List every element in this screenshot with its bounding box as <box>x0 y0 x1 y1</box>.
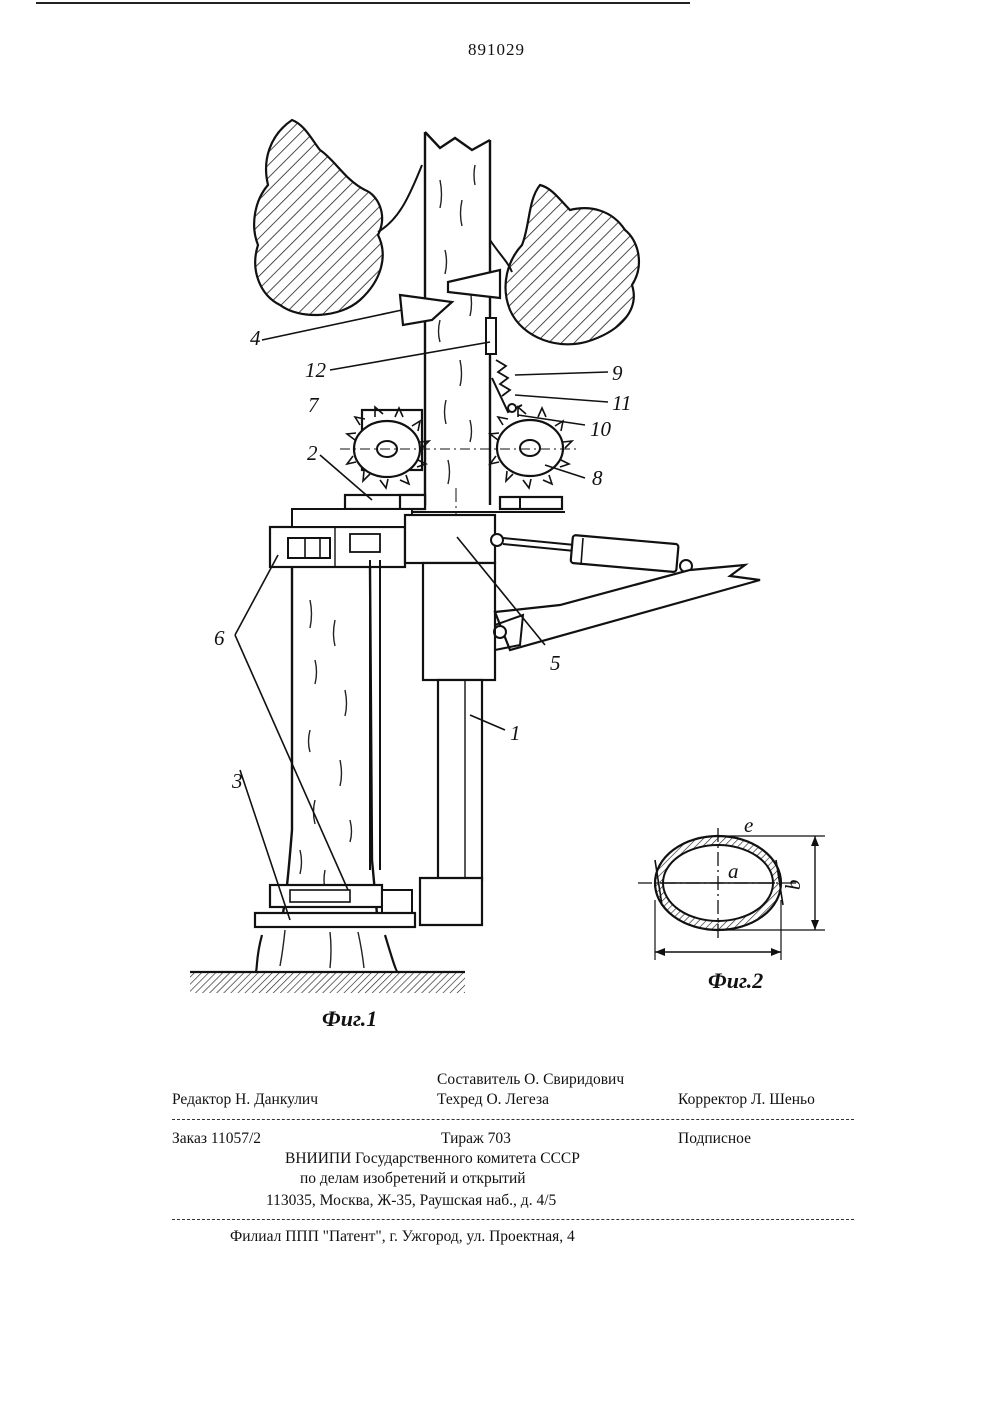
label-5: 5 <box>550 651 561 675</box>
wedge-right <box>448 270 500 298</box>
divider-1 <box>172 1119 854 1120</box>
boom <box>495 565 760 650</box>
editor: Редактор Н. Данкулич <box>172 1091 318 1109</box>
label-7: 7 <box>308 393 320 417</box>
label-4: 4 <box>250 326 261 350</box>
org-line-2: по делам изобретений и открытий <box>300 1170 526 1188</box>
corrector: Корректор Л. Шеньо <box>678 1091 815 1109</box>
bark-texture <box>439 165 476 484</box>
label-3: 3 <box>231 769 243 793</box>
label-2: 2 <box>307 441 318 465</box>
org-address: 113035, Москва, Ж-35, Раушская наб., д. … <box>266 1192 556 1210</box>
branch-address: Филиал ППП "Патент", г. Ужгород, ул. Про… <box>230 1228 575 1246</box>
compiler: Составитель О. Свиридович <box>437 1071 624 1089</box>
column-upper <box>423 563 495 680</box>
order-number: Заказ 11057/2 <box>172 1130 261 1148</box>
label-11: 11 <box>612 391 631 415</box>
label-12: 12 <box>305 358 327 382</box>
base-plate <box>255 913 415 927</box>
pivot-10 <box>508 404 516 412</box>
figure2-caption: Фиг.2 <box>708 968 763 993</box>
branch-left <box>378 165 422 232</box>
figure1-caption: Фиг.1 <box>322 1006 377 1031</box>
foliage-right <box>506 185 639 344</box>
label-b: b <box>781 880 805 891</box>
label-1: 1 <box>510 721 521 745</box>
lower-trunk <box>280 568 378 925</box>
label-e: e <box>744 813 753 837</box>
subscription: Подписное <box>678 1130 751 1148</box>
carriage-5 <box>405 515 495 563</box>
column-1 <box>438 680 482 880</box>
label-9: 9 <box>612 361 623 385</box>
techred: Техред О. Легеза <box>437 1091 549 1109</box>
figure2-cross-section <box>638 828 825 960</box>
lower-bark-texture <box>300 600 352 890</box>
org-line-1: ВНИИПИ Государственного комитета СССР <box>285 1150 580 1168</box>
cylinder-12 <box>486 318 496 354</box>
hydraulic-cylinder <box>571 535 679 572</box>
wedge-left <box>400 295 452 325</box>
label-8: 8 <box>592 466 603 490</box>
label-10: 10 <box>590 417 612 441</box>
circulation: Тираж 703 <box>441 1130 511 1148</box>
divider-2 <box>172 1219 854 1220</box>
branch-right <box>490 240 512 272</box>
label-a: a <box>728 859 739 883</box>
patent-drawing: 4 12 9 11 7 10 2 8 6 5 1 3 Фиг.1 e a b Ф… <box>0 0 1000 1060</box>
foliage-left <box>254 120 383 315</box>
label-6: 6 <box>214 626 225 650</box>
sprocket-wheel-8 <box>490 407 572 488</box>
column-foot <box>420 878 482 925</box>
